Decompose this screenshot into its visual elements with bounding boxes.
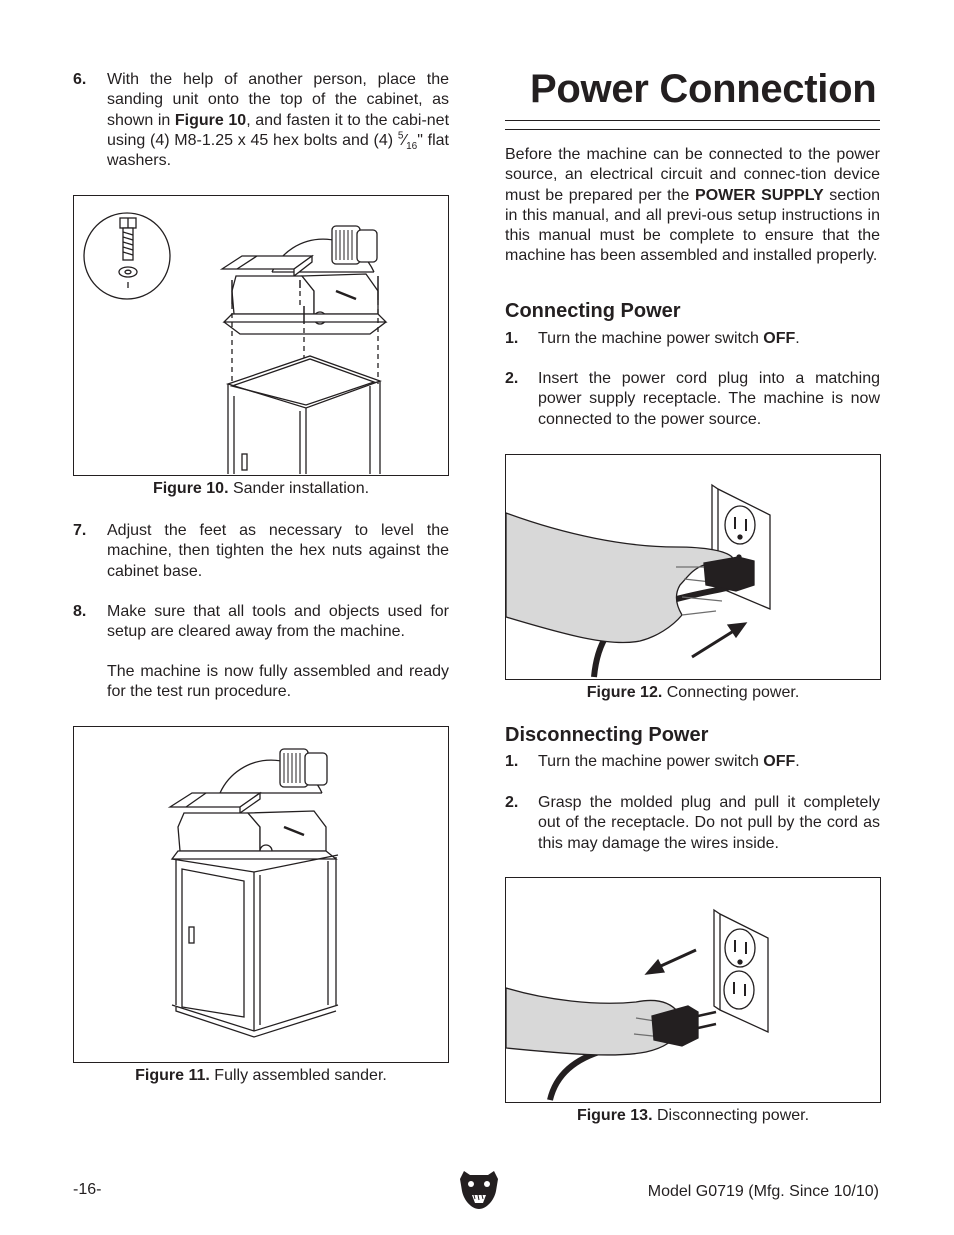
hex-bolt-icon (118, 217, 138, 288)
model-info: Model G0719 (Mfg. Since 10/10) (647, 1183, 879, 1200)
sander-installation-illustration (83, 212, 388, 474)
figure-13-caption: Figure 13. Disconnecting power. (505, 1106, 881, 1126)
page-number: -16- (73, 1181, 102, 1198)
step-number: 2. (505, 794, 519, 811)
figure-10-image (73, 195, 449, 476)
pull-direction-arrow-icon (644, 948, 697, 975)
figure-label: Figure 12. (586, 684, 663, 701)
step-6: 6. With the help of another person, plac… (73, 70, 449, 169)
outlet-receptacle-icon (723, 928, 756, 1010)
connecting-step-2: 2. Insert the power cord plug into a mat… (505, 369, 880, 431)
figure-label: Figure 11. (135, 1067, 210, 1084)
switch-state: OFF (763, 330, 796, 347)
step-number: 7. (73, 522, 87, 539)
switch-state: OFF (763, 753, 796, 770)
title-rule-top (505, 120, 880, 121)
figure-label: Figure 13. (576, 1107, 653, 1124)
step-7: 7. Adjust the feet as necessary to level… (73, 521, 449, 583)
figure-reference: Figure 10 (174, 111, 247, 129)
figure-12-image (505, 454, 881, 680)
figure-10-caption: Figure 10. Sander installation. (73, 479, 449, 499)
fraction-denominator: 16 (406, 141, 418, 153)
disconnecting-step-1: 1. Turn the machine power switch OFF. (505, 752, 880, 773)
bolt-detail-circle (83, 212, 171, 300)
step-text: With the help of another person, place t… (107, 71, 450, 170)
disconnecting-power-illustration (506, 908, 769, 1101)
section-reference: POWER SUPPLY (695, 186, 824, 204)
step-text: Turn the machine power switch OFF. (538, 330, 800, 347)
step-number: 1. (505, 330, 519, 347)
connecting-power-illustration (506, 483, 771, 678)
page-title: Power Connection (530, 67, 877, 111)
step-number: 6. (73, 71, 87, 88)
figure-12-caption: Figure 12. Connecting power. (505, 683, 881, 703)
step-number: 8. (73, 603, 87, 620)
step-text: Make sure that all tools and objects use… (107, 603, 449, 641)
step-text: Adjust the feet as necessary to level th… (107, 522, 449, 580)
step-8: 8. Make sure that all tools and objects … (73, 602, 449, 644)
disconnecting-step-2: 2. Grasp the molded plug and pull it com… (505, 793, 880, 855)
step-8-note: The machine is now fully assembled and r… (107, 663, 449, 701)
figure-description: Fully assembled sander. (209, 1067, 387, 1084)
intro-paragraph: Before the machine can be connected to t… (505, 146, 880, 265)
figure-label: Figure 10. (152, 480, 229, 497)
figure-description: Sander installation. (228, 480, 370, 497)
title-rule-bottom (505, 129, 880, 130)
figure-13-image (505, 877, 881, 1103)
figure-description: Disconnecting power. (652, 1107, 810, 1124)
assembled-sander-illustration (167, 748, 339, 1038)
bear-head-icon (456, 1165, 502, 1211)
figure-11-caption: Figure 11. Fully assembled sander. (73, 1066, 449, 1086)
step-text: Insert the power cord plug into a matchi… (538, 370, 880, 428)
connecting-step-1: 1. Turn the machine power switch OFF. (505, 329, 880, 350)
step-number: 2. (505, 370, 519, 387)
step-number: 1. (505, 753, 519, 770)
step-text: Turn the machine power switch OFF. (538, 753, 800, 770)
figure-11-image (73, 726, 449, 1063)
disconnecting-power-heading: Disconnecting Power (505, 724, 709, 746)
step-text: Grasp the molded plug and pull it comple… (538, 794, 880, 852)
push-direction-arrow-icon (691, 622, 748, 659)
outlet-receptacle-icon (724, 505, 756, 560)
fraction-numerator: 5 (397, 130, 404, 142)
connecting-power-heading: Connecting Power (505, 300, 681, 322)
figure-description: Connecting power. (662, 684, 800, 701)
